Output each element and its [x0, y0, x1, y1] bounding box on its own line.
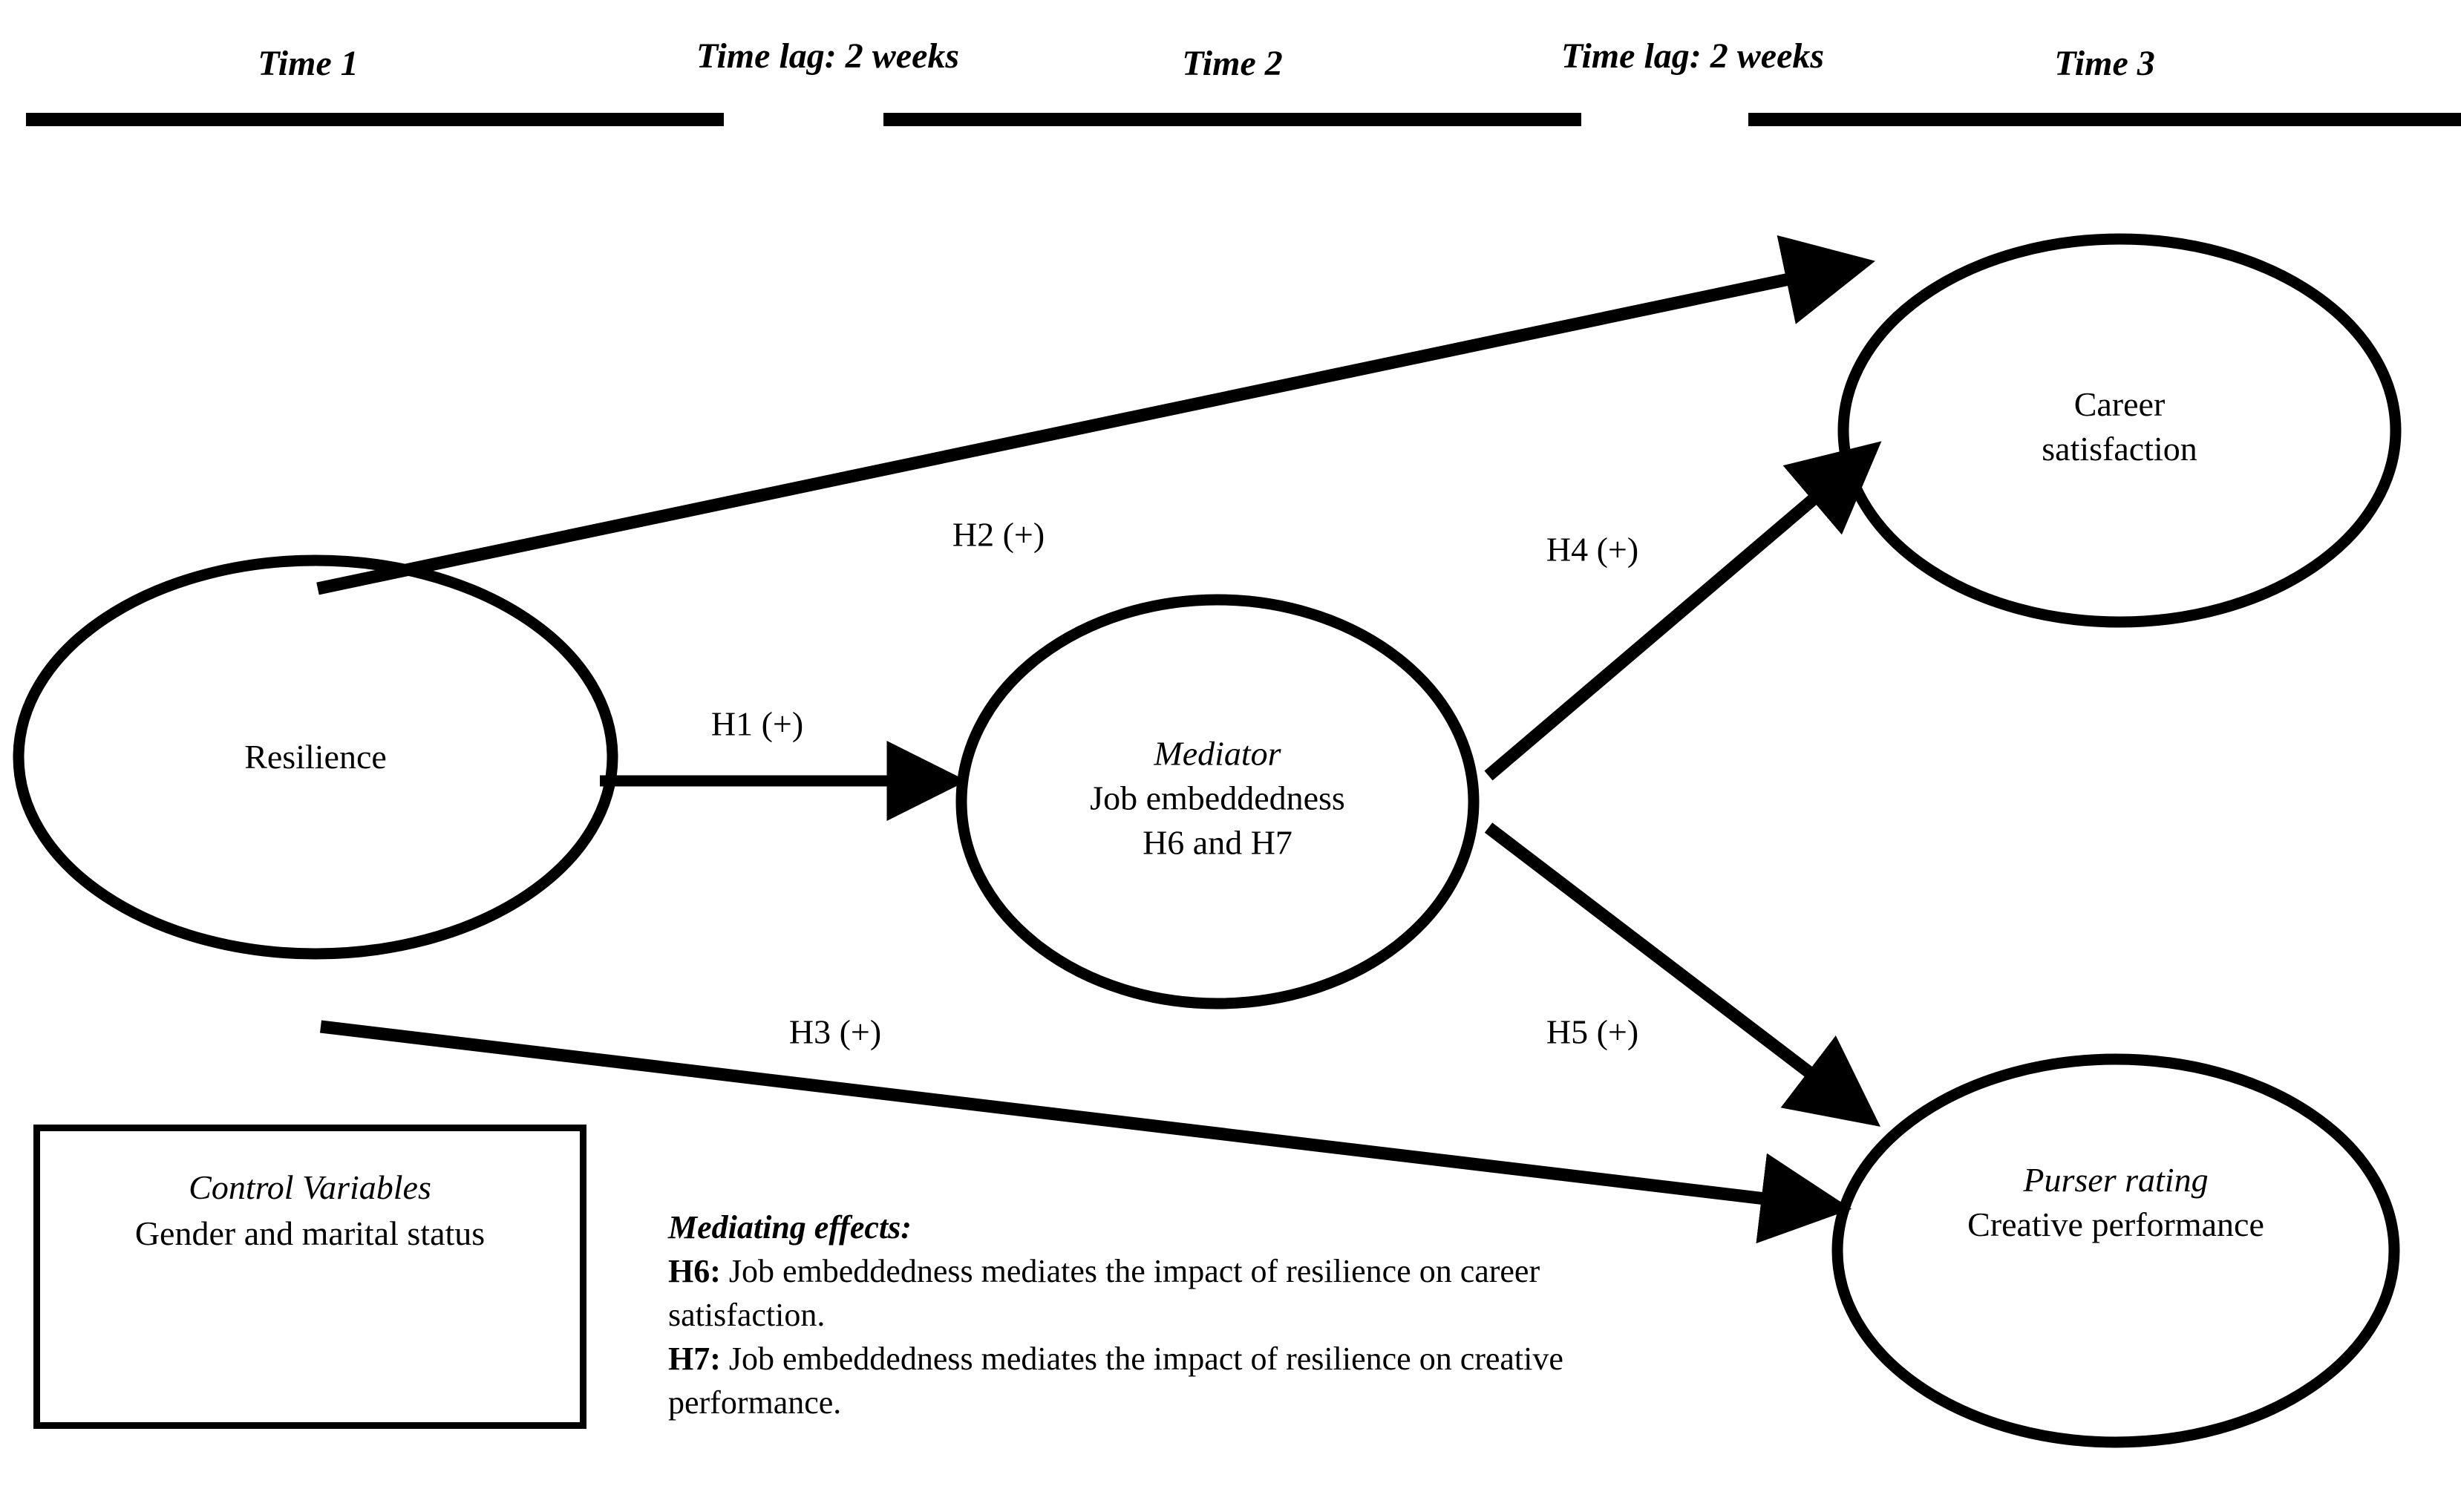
mediating-effects-h7-line-1: H7: Job embeddedness mediates the impact… — [668, 1338, 1563, 1381]
timeline-label-lag-1: Time lag: 2 weeks — [696, 36, 960, 76]
mediating-effects-h6-line-2: satisfaction. — [668, 1296, 826, 1333]
node-label-resilience: Resilience — [244, 735, 387, 779]
timeline-label-lag-2: Time lag: 2 weeks — [1560, 36, 1825, 76]
timeline-bar-time-3 — [1748, 113, 2461, 126]
h6-lead: H6: — [668, 1252, 721, 1289]
node-creative-performance[interactable] — [1831, 1053, 2400, 1448]
mediating-effects-h7-line-2: performance. — [668, 1384, 842, 1421]
creative-line-1: Purser rating — [2023, 1161, 2209, 1200]
mediator-line-3: H6 and H7 — [1143, 822, 1292, 861]
node-career-satisfaction[interactable] — [1837, 233, 2402, 628]
mediator-line-1: Mediator — [1154, 734, 1281, 773]
timeline-bar-time-1 — [26, 113, 724, 126]
control-variables-text: Control Variables Gender and marital sta… — [40, 1165, 580, 1256]
edge-h5-arrow — [1484, 822, 1880, 1127]
node-label-mediator: Mediator Job embeddedness H6 and H7 — [1090, 731, 1345, 864]
node-resilience[interactable] — [13, 554, 618, 960]
control-variables-box[interactable]: Control Variables Gender and marital sta… — [33, 1125, 586, 1429]
career-line-2: satisfaction — [2042, 430, 2197, 468]
mediating-effects-h6-line-1: H6: Job embeddedness mediates the impact… — [668, 1250, 1563, 1294]
resilience-line-1: Resilience — [244, 738, 387, 776]
mediating-effects-block: Mediating effects: H6: Job embeddedness … — [668, 1206, 1563, 1425]
timeline-bar-time-2 — [883, 113, 1581, 126]
edge-h2-arrow — [316, 235, 1875, 595]
mediator-line-2: Job embeddedness — [1090, 779, 1345, 817]
creative-line-2: Creative performance — [1967, 1205, 2264, 1243]
control-variables-title: Control Variables — [189, 1168, 431, 1206]
node-mediator[interactable] — [955, 594, 1480, 1009]
edge-h4-arrow — [1484, 441, 1882, 781]
timeline-label-time-3: Time 3 — [2054, 44, 2155, 83]
control-variables-items: Gender and marital status — [134, 1214, 486, 1252]
edge-label-h4: H4 (+) — [1546, 530, 1639, 569]
edge-label-h1: H1 (+) — [710, 704, 804, 743]
edge-h3-arrow — [319, 1020, 1852, 1244]
timeline-label-time-1: Time 1 — [258, 44, 359, 83]
node-label-creative-performance: Purser rating Creative performance — [1967, 1158, 2264, 1247]
edge-label-h5: H5 (+) — [1546, 1012, 1639, 1051]
career-line-1: Career — [2073, 385, 2166, 424]
edge-label-h2: H2 (+) — [952, 515, 1045, 554]
mediating-effects-title: Mediating effects: — [668, 1209, 912, 1246]
h7-body: Job embeddedness mediates the impact of … — [720, 1340, 1563, 1377]
node-label-career-satisfaction: Career satisfaction — [2042, 382, 2197, 471]
h7-lead: H7: — [668, 1340, 721, 1377]
timeline-label-time-2: Time 2 — [1182, 44, 1283, 83]
edge-label-h3: H3 (+) — [788, 1012, 882, 1051]
h6-body: Job embeddedness mediates the impact of … — [720, 1252, 1540, 1289]
